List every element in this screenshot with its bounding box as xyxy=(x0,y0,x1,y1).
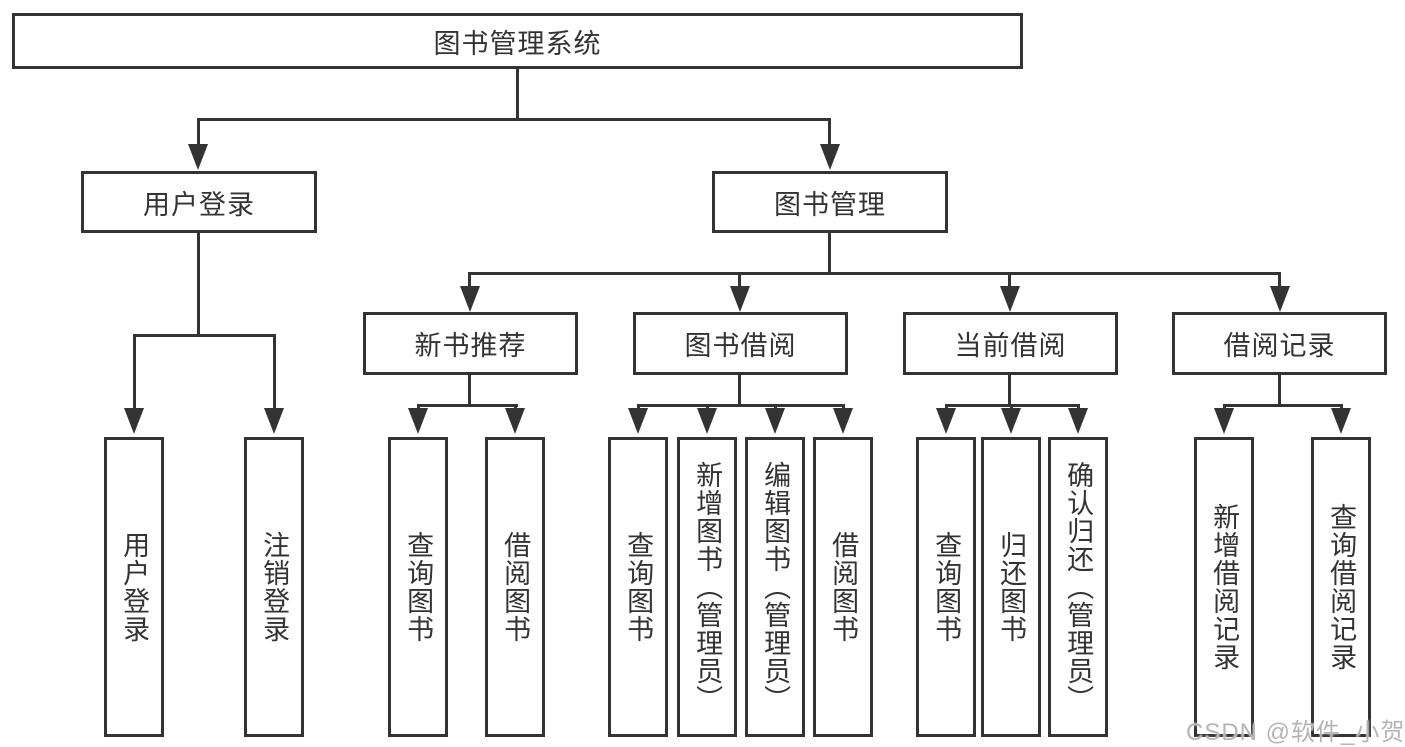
connector-stem xyxy=(468,272,471,288)
connector-book-management-trunk xyxy=(828,233,831,274)
arrowhead-down-icon xyxy=(936,408,956,434)
connector-stem xyxy=(738,272,741,288)
node-leaf-logout: 注销登录 xyxy=(244,437,304,737)
node-leaf-query-books: 查询图书 xyxy=(608,437,668,737)
arrowhead-down-icon xyxy=(628,408,648,434)
arrowhead-down-icon xyxy=(505,408,525,434)
arrowhead-down-icon xyxy=(820,144,840,170)
csdn-watermark: CSDN @软件_小贺同学 xyxy=(1186,719,1405,746)
connector-stem xyxy=(828,118,831,146)
node-leaf-confirm-return-admin: 确认归还（管理员） xyxy=(1048,437,1108,737)
connector-stem xyxy=(1278,272,1281,288)
connector-trunk xyxy=(468,375,471,406)
arrowhead-down-icon xyxy=(1001,408,1021,434)
connector-trunk xyxy=(738,375,741,406)
connector-root-trunk xyxy=(516,69,519,120)
arrowhead-down-icon xyxy=(697,408,717,434)
connector-user-login-trunk xyxy=(197,233,200,336)
node-leaf-edit-books-admin: 编辑图书（管理员） xyxy=(745,437,805,737)
connector-stem xyxy=(133,334,136,410)
connector-stem xyxy=(197,118,200,146)
arrowhead-down-icon xyxy=(833,408,853,434)
node-leaf-user-login: 用户登录 xyxy=(104,437,164,737)
connector-user-login-splitter xyxy=(133,334,275,337)
arrowhead-down-icon xyxy=(264,408,284,434)
connector-level3-splitter xyxy=(468,272,1281,275)
node-leaf-return-books: 归还图书 xyxy=(981,437,1041,737)
arrowhead-down-icon xyxy=(765,408,785,434)
arrowhead-down-icon xyxy=(1000,286,1020,312)
node-leaf-add-borrow-record: 新增借阅记录 xyxy=(1194,437,1254,737)
node-new-book-recommend: 新书推荐 xyxy=(363,312,578,375)
node-leaf-borrow-books: 借阅图书 xyxy=(813,437,873,737)
node-current-borrow: 当前借阅 xyxy=(903,312,1118,375)
node-leaf-add-books-admin: 新增图书（管理员） xyxy=(677,437,737,737)
arrowhead-down-icon xyxy=(1270,286,1290,312)
connector-stem xyxy=(273,334,276,410)
connector-splitter xyxy=(637,404,845,407)
connector-level2-splitter xyxy=(197,118,831,121)
arrowhead-down-icon xyxy=(1331,408,1351,434)
arrowhead-down-icon xyxy=(408,408,428,434)
node-leaf-borrow-books: 借阅图书 xyxy=(485,437,545,737)
arrowhead-down-icon xyxy=(460,286,480,312)
connector-trunk xyxy=(1008,375,1011,406)
connector-splitter xyxy=(417,404,518,407)
node-borrow-records: 借阅记录 xyxy=(1172,312,1387,375)
arrowhead-down-icon xyxy=(1214,408,1234,434)
connector-trunk xyxy=(1278,375,1281,406)
arrowhead-down-icon xyxy=(730,286,750,312)
node-book-management: 图书管理 xyxy=(712,171,948,233)
node-leaf-query-books: 查询图书 xyxy=(388,437,448,737)
node-book-borrow: 图书借阅 xyxy=(633,312,848,375)
node-leaf-query-borrow-record: 查询借阅记录 xyxy=(1311,437,1371,737)
arrowhead-down-icon xyxy=(124,408,144,434)
connector-splitter xyxy=(1223,404,1343,407)
connector-stem xyxy=(1008,272,1011,288)
arrowhead-down-icon xyxy=(188,144,208,170)
arrowhead-down-icon xyxy=(1068,408,1088,434)
node-root-library-system: 图书管理系统 xyxy=(12,13,1023,69)
node-leaf-query-books: 查询图书 xyxy=(916,437,976,737)
node-user-login: 用户登录 xyxy=(81,171,317,233)
